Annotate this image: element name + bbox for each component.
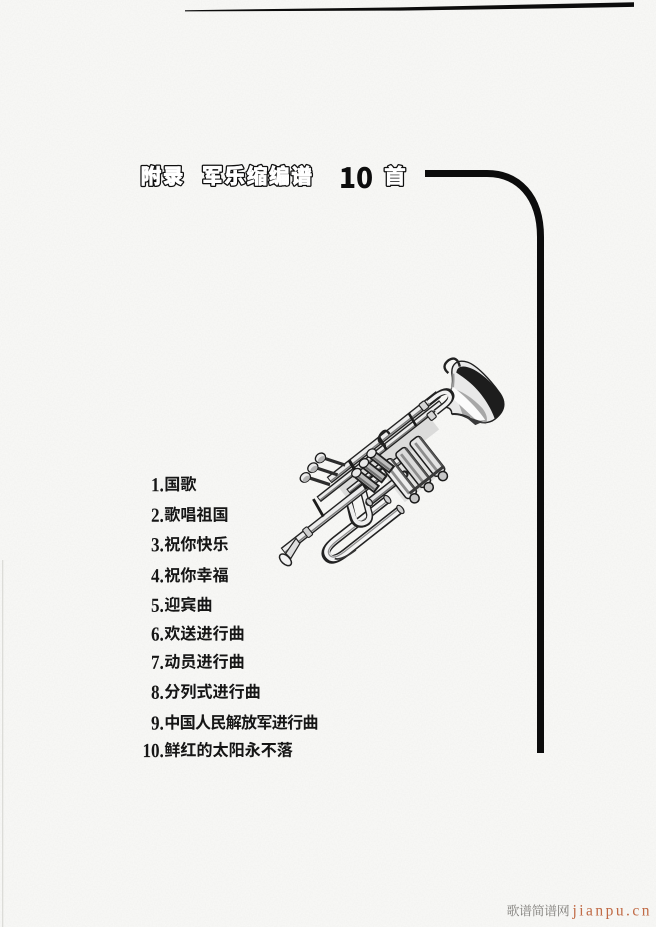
svg-text:jianpu.cn: jianpu.cn xyxy=(572,902,650,919)
